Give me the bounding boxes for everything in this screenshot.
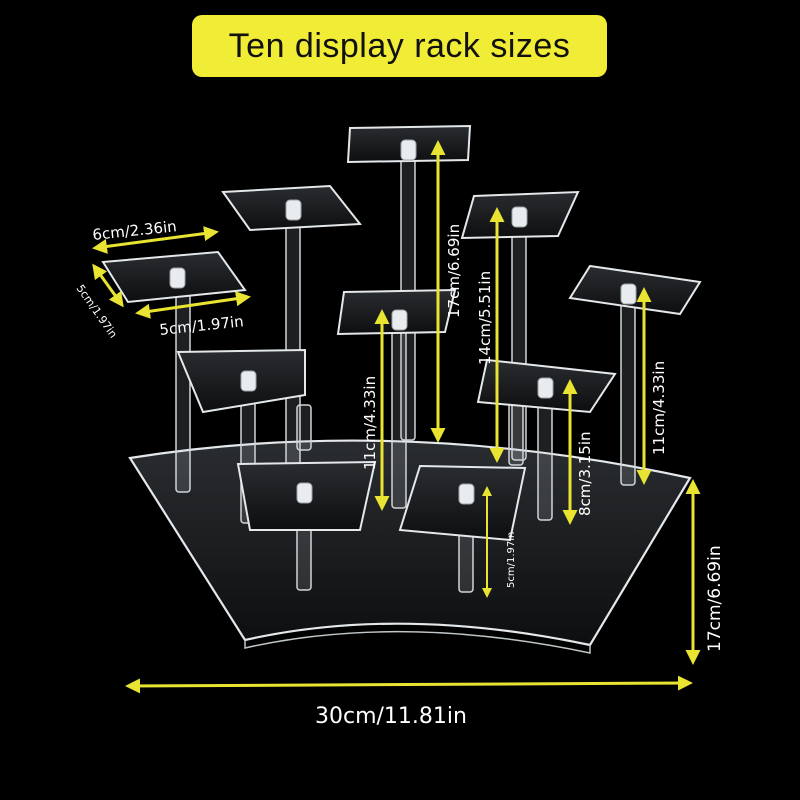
base-platform	[128, 439, 692, 654]
label-pillar-8: 8cm/3.15in	[576, 431, 594, 516]
arrow-platform-depth-bottom	[135, 291, 251, 319]
peg-caps	[169, 139, 637, 505]
pillar-4	[620, 289, 636, 486]
arrow-base-width	[125, 675, 693, 694]
label-base-depth: 17cm/6.69in	[705, 545, 725, 652]
title-text: Ten display rack sizes	[228, 26, 571, 65]
dimension-labels: 6cm/2.36in 5cm/1.97in 5cm/1.97in 17cm/6.…	[74, 217, 725, 729]
label-pillar-17: 17cm/6.69in	[445, 224, 463, 318]
arrow-platform-width	[92, 226, 219, 254]
pillar-12	[508, 399, 524, 466]
label-pillar-5: 5cm/1.97in	[506, 532, 517, 588]
pillar-8	[175, 281, 191, 493]
pillar-5	[391, 317, 407, 509]
label-pillar-11-center: 11cm/4.33in	[361, 376, 379, 470]
title-banner: Ten display rack sizes	[192, 15, 607, 77]
dimension-arrows	[92, 140, 701, 694]
arrow-platform-depth-left	[92, 263, 124, 308]
label-base-width: 30cm/11.81in	[315, 704, 467, 729]
label-platform-depth-bottom: 5cm/1.97in	[159, 312, 245, 339]
pillar-11	[296, 404, 312, 451]
label-pillar-14: 14cm/5.51in	[476, 271, 494, 365]
label-pillar-11-right: 11cm/4.33in	[650, 361, 668, 455]
